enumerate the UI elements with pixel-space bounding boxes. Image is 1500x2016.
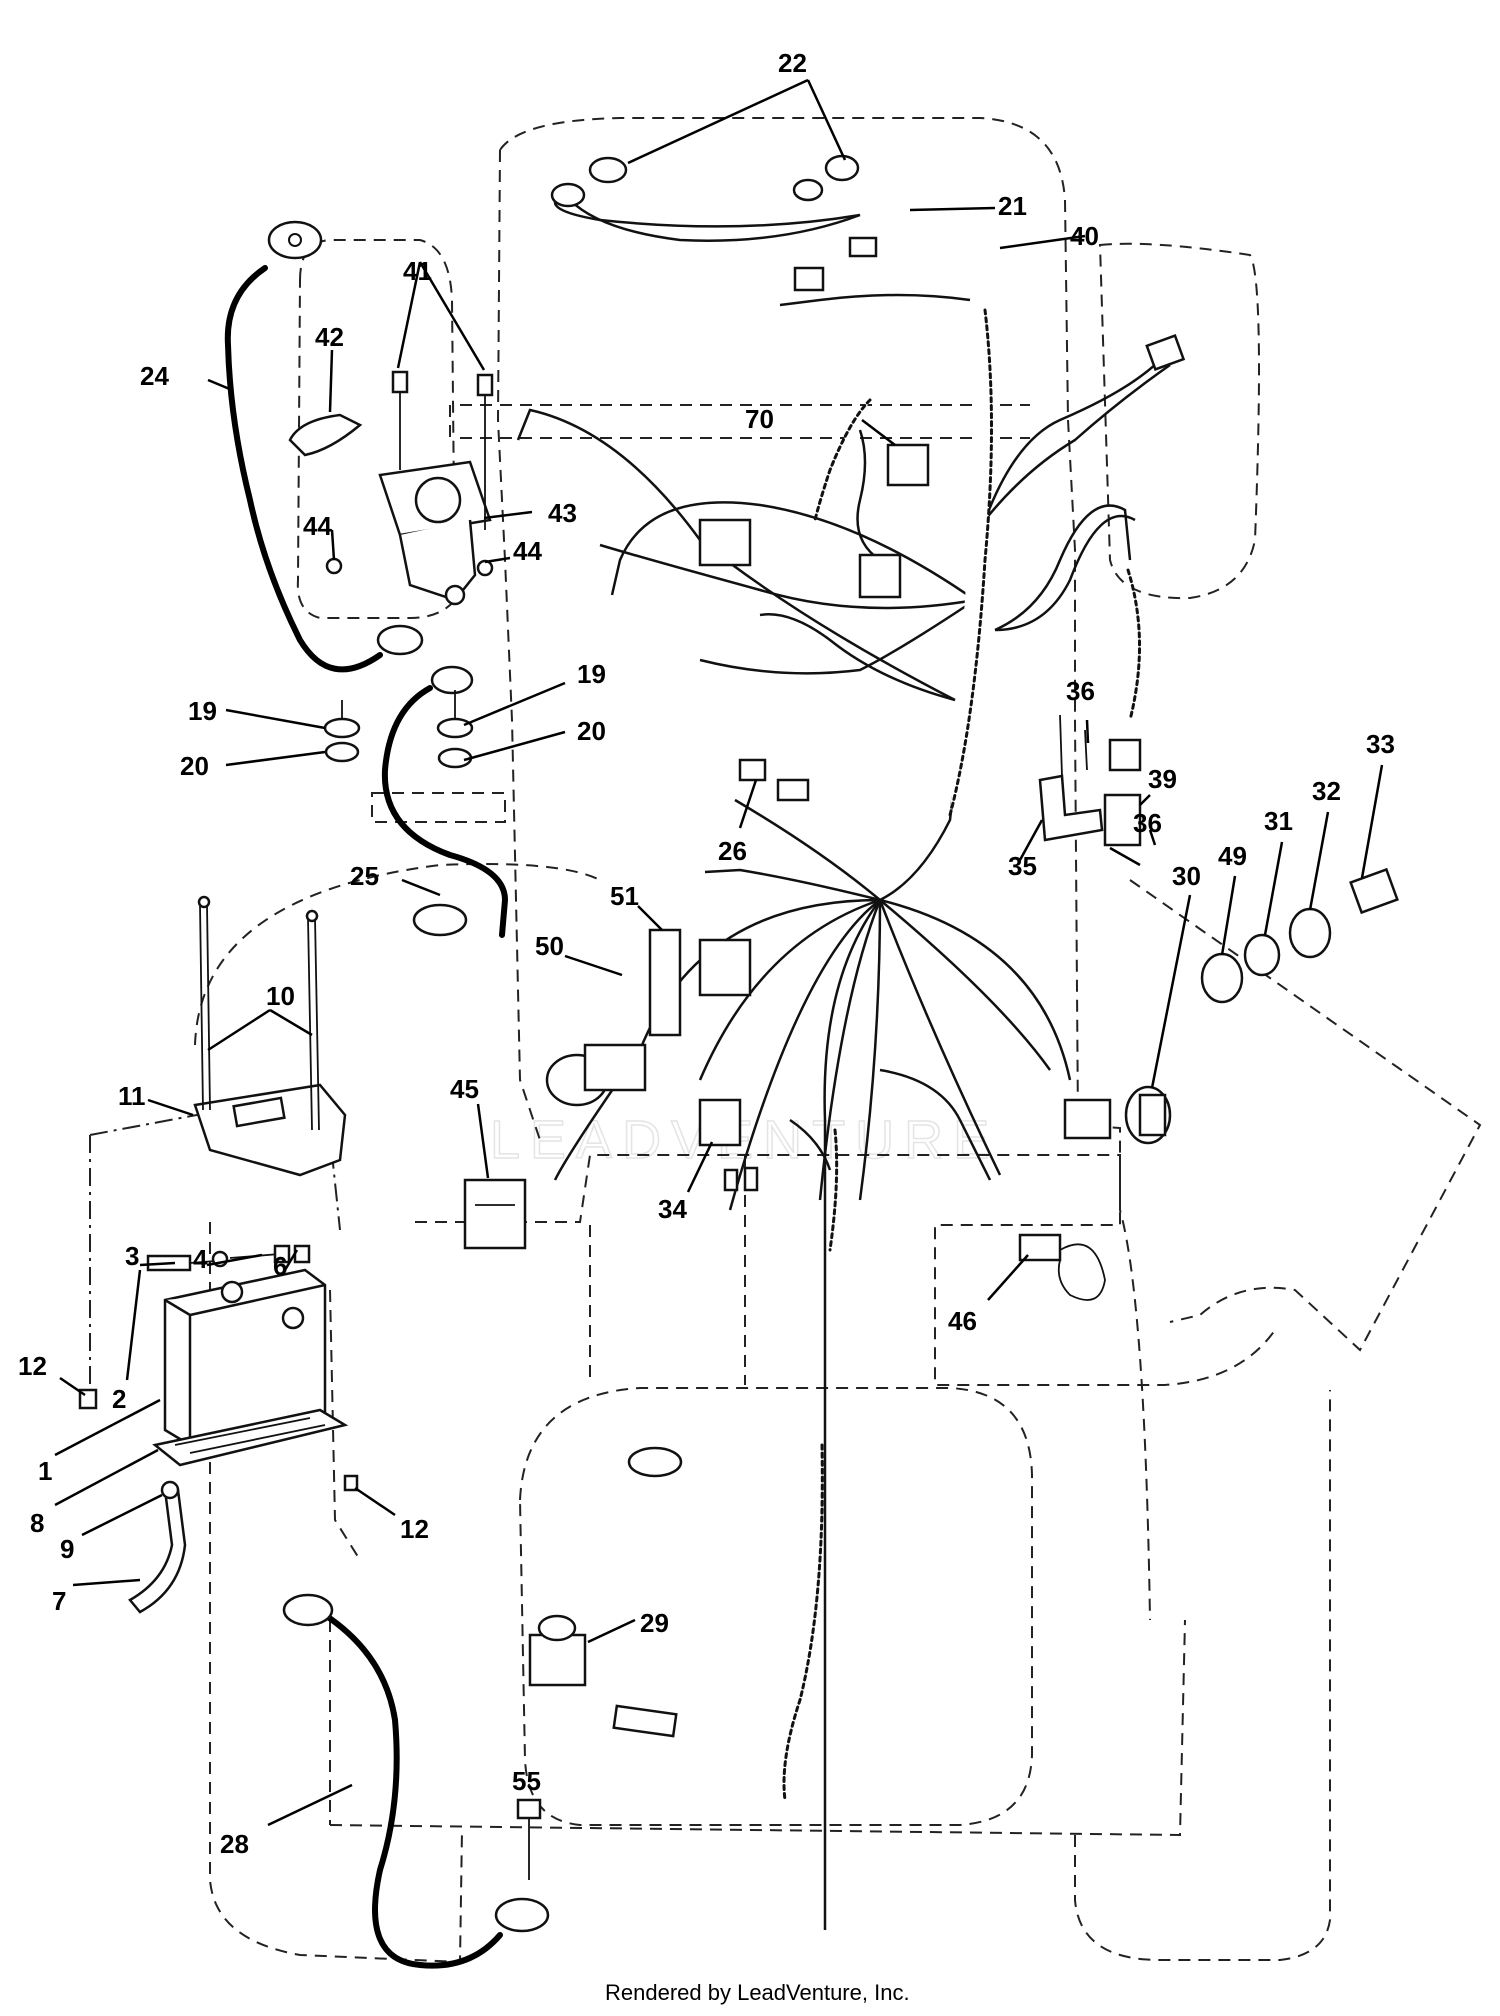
key-33 [1349,867,1399,915]
connector-70-upper [886,443,930,487]
callout-12-right: 12 [400,1514,429,1544]
ignition-switch-30 [1124,1085,1172,1145]
solenoid-bolts [325,370,494,577]
callout-1: 1 [38,1456,52,1486]
washer-31 [1243,933,1281,977]
callout-45: 45 [450,1074,479,1104]
callout-24: 24 [140,361,169,391]
bracket-35 [1038,714,1104,842]
callout-35: 35 [1008,851,1037,881]
solenoid [378,460,492,606]
headlight-bulbs [550,154,860,208]
callout-50: 50 [535,931,564,961]
callout-29: 29 [640,1608,669,1638]
solenoid-29 [528,1614,587,1687]
callout-19-right: 19 [577,659,606,689]
callout-49: 49 [1218,841,1247,871]
terminals-34 [723,1166,759,1192]
callout-42: 42 [315,322,344,352]
bezel-32 [1288,907,1332,959]
callout-3: 3 [125,1241,139,1271]
callout-44-right: 44 [513,536,542,566]
callout-55: 55 [512,1766,541,1796]
clip-12-right [343,1474,359,1492]
washers-19-20 [323,690,474,769]
callout-51: 51 [610,881,639,911]
callout-8: 8 [30,1508,44,1538]
callout-10: 10 [266,981,295,1011]
callout-34: 34 [658,1194,687,1224]
callout-32: 32 [1312,776,1341,806]
callout-70: 70 [745,404,774,434]
callout-39: 39 [1148,764,1177,794]
cable-24 [224,220,424,673]
connector-70-left [698,518,752,567]
ground-ring-terminal [627,1446,683,1478]
battery-tray [152,1408,349,1467]
cable-28 [282,1593,550,1969]
callout-2: 2 [112,1384,126,1414]
connector-plug-top [793,266,825,292]
callout-33: 33 [1366,729,1395,759]
callout-43: 43 [548,498,577,528]
bezel-51 [648,928,682,1037]
connector-36 [1108,738,1142,772]
connector-51 [698,938,752,997]
connector-relay [858,553,902,599]
callout-9: 9 [60,1534,74,1564]
connector-29-plug [612,1704,678,1738]
callout-40: 40 [1070,221,1099,251]
callout-44-left: 44 [303,511,332,541]
callout-31: 31 [1264,806,1293,836]
connector-right-upper [1145,333,1186,371]
drain-tube [128,1480,187,1614]
connector-small-top [848,236,878,258]
fuse-26 [738,758,810,802]
cable-25 [381,665,509,938]
harness-conduit [782,308,1142,1802]
callout-36-lower: 36 [1133,808,1162,838]
callout-6: 6 [273,1251,287,1281]
callout-20-right: 20 [577,716,606,746]
battery-hold-down [193,895,347,1177]
callout-36-upper: 36 [1066,676,1095,706]
callout-4: 4 [193,1244,208,1274]
terminal-boot [288,413,363,457]
switch-50 [545,1043,647,1107]
callout-7: 7 [52,1586,66,1616]
footer-credit: Rendered by LeadVenture, Inc. [605,1980,910,2005]
callout-12-left: 12 [18,1351,47,1381]
ground-bolt-55 [516,1798,542,1880]
callout-30: 30 [1172,861,1201,891]
nut-49 [1200,952,1244,1004]
callout-26: 26 [718,836,747,866]
callout-21: 21 [998,191,1027,221]
switch-34 [698,1098,742,1147]
callout-28: 28 [220,1829,249,1859]
callout-20-left: 20 [180,751,209,781]
callout-11: 11 [118,1081,146,1111]
callout-25: 25 [350,861,379,891]
callout-19-left: 19 [188,696,217,726]
callouts: 22 21 40 41 42 24 70 43 44 44 19 19 20 2… [18,48,1395,1859]
connector-46 [1018,1233,1106,1301]
switch-39 [1103,793,1142,847]
callout-22: 22 [778,48,807,78]
leader-lines [54,78,1384,1827]
callout-41: 41 [403,256,432,286]
hourmeter-45 [463,1178,527,1250]
tractor-outline [89,117,1482,1964]
connector-ignition-harness [1063,1098,1112,1140]
callout-46: 46 [948,1306,977,1336]
